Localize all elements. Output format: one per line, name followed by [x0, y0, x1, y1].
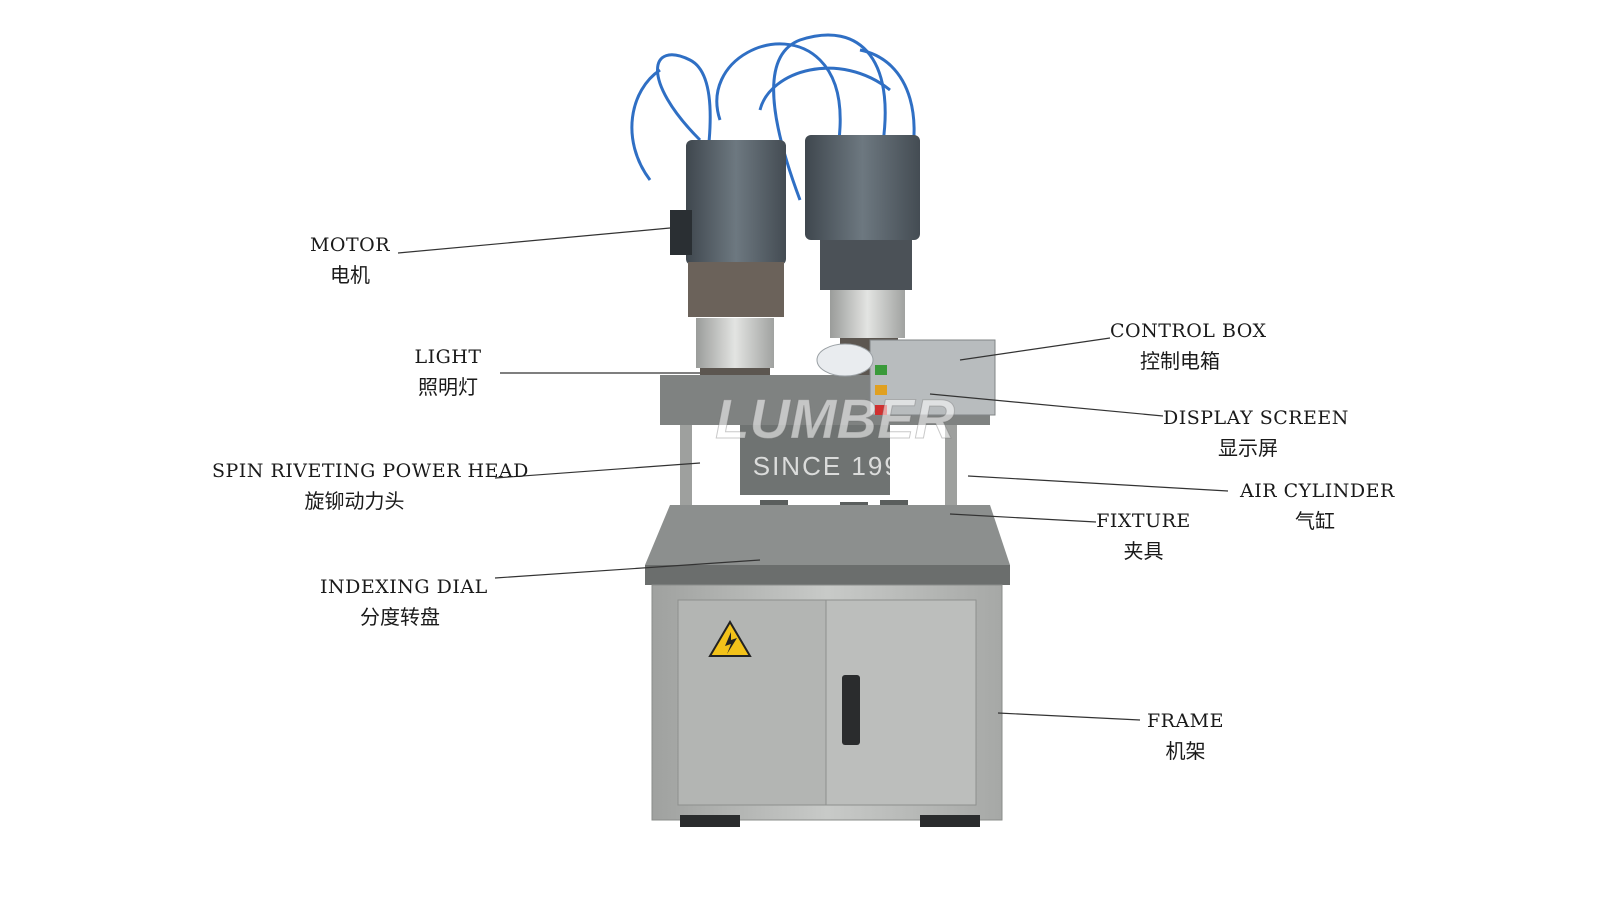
label-display-screen-zh: 显示屏 [1218, 436, 1278, 460]
left-motor [670, 140, 786, 408]
leader-lines [397, 227, 1229, 721]
label-control-box-zh: 控制电箱 [1140, 349, 1220, 373]
label-motor-en: MOTOR [309, 234, 391, 256]
label-control-box-en: CONTROL BOX [1110, 320, 1267, 342]
label-frame: FRAME 机架 [1143, 706, 1228, 766]
label-light-en: LIGHT [414, 346, 482, 368]
label-display-screen: DISPLAY SCREEN 显示屏 [1163, 403, 1349, 463]
label-spin-head-en: SPIN RIVETING POWER HEAD [212, 460, 529, 482]
label-indexing-dial-en: INDEXING DIAL [320, 576, 488, 598]
label-frame-en: FRAME [1146, 710, 1225, 732]
label-air-cylinder: AIR CYLINDER 气缸 [1240, 476, 1395, 536]
label-control-box: CONTROL BOX 控制电箱 [1110, 316, 1267, 376]
lamp-graphic [816, 343, 874, 377]
label-air-cylinder-en: AIR CYLINDER [1240, 480, 1395, 502]
control-box-graphic [869, 339, 996, 416]
label-fixture: FIXTURE 夹具 [1096, 506, 1191, 566]
label-indexing-dial: INDEXING DIAL 分度转盘 [320, 572, 488, 632]
label-spin-head: SPIN RIVETING POWER HEAD 旋铆动力头 [212, 456, 529, 516]
label-indexing-dial-zh: 分度转盘 [360, 605, 440, 629]
cabinet [651, 584, 1003, 827]
spin-head-graphic [740, 425, 890, 495]
label-light: LIGHT 照明灯 [398, 342, 498, 402]
watermark-brand: LUMBER [715, 387, 955, 450]
label-air-cylinder-zh: 气缸 [1295, 509, 1335, 533]
label-fixture-zh: 夹具 [1123, 539, 1164, 563]
label-display-screen-en: DISPLAY SCREEN [1163, 407, 1349, 429]
watermark-since: SINCE 1994 [753, 451, 918, 481]
label-frame-zh: 机架 [1165, 739, 1206, 763]
label-motor: MOTOR 电机 [302, 230, 398, 290]
label-motor-zh: 电机 [330, 263, 370, 287]
label-light-zh: 照明灯 [418, 375, 478, 399]
label-fixture-en: FIXTURE [1096, 510, 1191, 532]
electrical-hazard-icon [708, 620, 752, 657]
table-top [645, 505, 1010, 565]
label-spin-head-zh: 旋铆动力头 [304, 489, 405, 513]
